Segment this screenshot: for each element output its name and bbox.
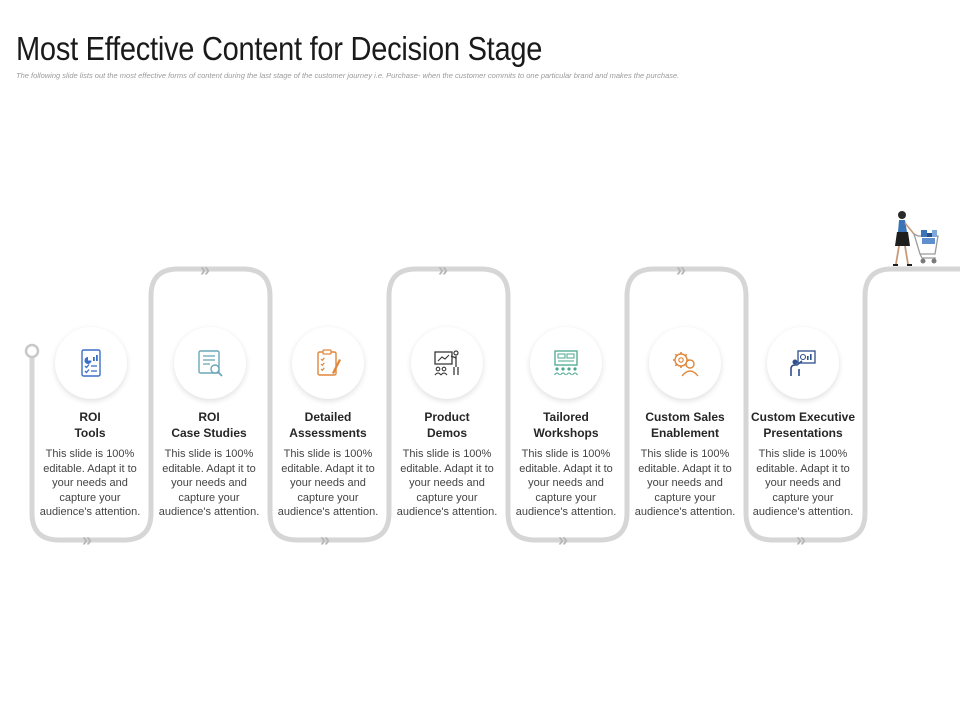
shopper-with-cart-icon bbox=[893, 211, 939, 266]
step-icon-circle bbox=[411, 327, 483, 399]
step-icon-circle bbox=[649, 327, 721, 399]
clipboard-pencil-icon bbox=[317, 349, 341, 376]
step-icon-circle bbox=[55, 327, 127, 399]
step-icon-circle bbox=[530, 327, 602, 399]
gear-person-icon bbox=[673, 352, 699, 377]
chevron-forward-icon: » bbox=[796, 530, 806, 550]
document-search-icon bbox=[198, 350, 223, 377]
chevron-forward-icon: » bbox=[558, 530, 568, 550]
report-chart-icon bbox=[81, 349, 101, 377]
chevron-forward-icon: » bbox=[320, 530, 330, 550]
page-subtitle: The following slide lists out the most e… bbox=[16, 71, 680, 80]
chevron-forward-icon: » bbox=[676, 260, 686, 280]
workshop-audience-icon bbox=[554, 350, 578, 376]
chevron-forward-icon: » bbox=[82, 530, 92, 550]
track-start-dot bbox=[24, 343, 40, 359]
presenter-board-icon bbox=[434, 350, 459, 376]
step-icon-circle bbox=[174, 327, 246, 399]
step-icon-circle bbox=[767, 327, 839, 399]
chevron-forward-icon: » bbox=[200, 260, 210, 280]
page-title: Most Effective Content for Decision Stag… bbox=[16, 30, 543, 67]
step-icon-circle bbox=[292, 327, 364, 399]
chevron-forward-icon: » bbox=[438, 260, 448, 280]
executive-presenter-icon bbox=[790, 350, 816, 376]
